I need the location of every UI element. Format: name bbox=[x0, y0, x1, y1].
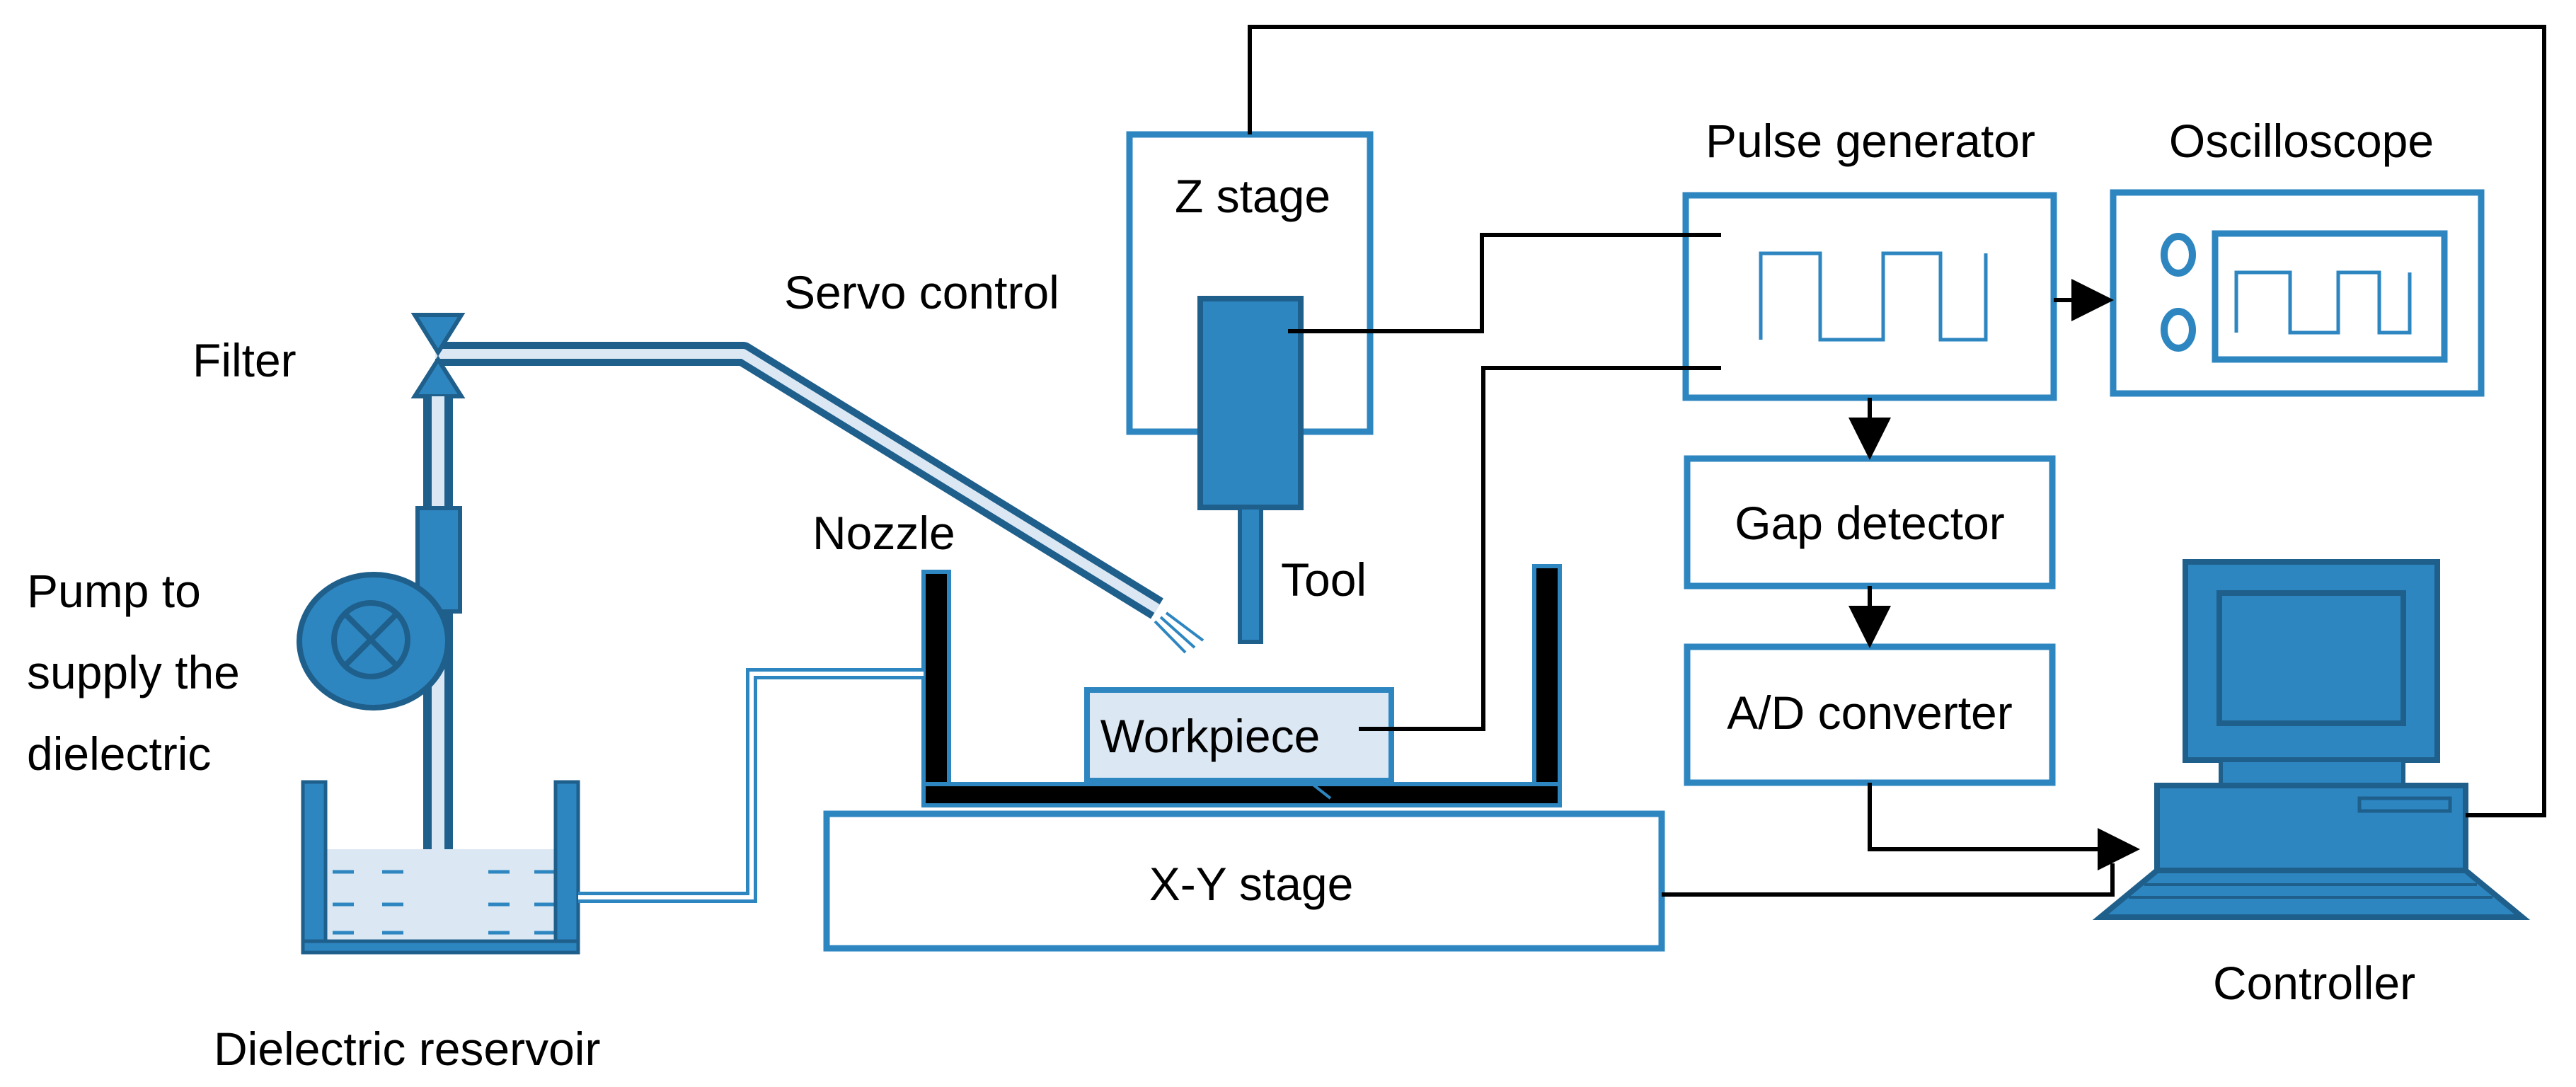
pulse-generator-label: Pulse generator bbox=[1706, 115, 2035, 167]
tool bbox=[1238, 505, 1263, 644]
servo-control-label: Servo control bbox=[784, 266, 1059, 318]
wire-xystage-to-controller bbox=[1662, 863, 2115, 897]
square-wave-icon bbox=[1759, 251, 1988, 342]
pulse-generator-box bbox=[1682, 192, 2057, 401]
filter-label: Filter bbox=[192, 334, 297, 386]
workpiece-block bbox=[1084, 687, 1394, 783]
dielectric-supply-pipe bbox=[435, 342, 1163, 619]
ad-converter-label: A/D converter bbox=[1727, 686, 2012, 739]
xy-stage-label: X-Y stage bbox=[1149, 858, 1354, 910]
work-tank bbox=[921, 564, 1562, 807]
computer-icon bbox=[2092, 559, 2531, 920]
gap-detector-label: Gap detector bbox=[1735, 497, 2005, 549]
oscilloscope-wave bbox=[2234, 270, 2412, 335]
gap-detector-box bbox=[1684, 455, 2056, 589]
pump-label-line3: dielectric bbox=[27, 727, 211, 780]
wire-pulse-to-workpiece bbox=[1359, 366, 1721, 731]
xy-stage-box bbox=[823, 810, 1665, 952]
nozzle-spray bbox=[1154, 611, 1204, 654]
arrow-ad-to-controller bbox=[1868, 783, 2140, 870]
z-stage-label: Z stage bbox=[1175, 170, 1330, 222]
dielectric-reservoir bbox=[301, 780, 580, 955]
pump-icon bbox=[297, 572, 451, 711]
oscilloscope-label: Oscilloscope bbox=[2169, 115, 2434, 167]
wire-controller-to-zstage bbox=[1248, 25, 2546, 817]
signal-arrows bbox=[1848, 279, 2140, 870]
workpiece-drain-line bbox=[1306, 779, 1332, 800]
pump-label-line2: supply the bbox=[27, 646, 240, 698]
pump-label-line1: Pump to bbox=[27, 565, 201, 617]
wire-pulse-to-servo bbox=[1288, 233, 1721, 333]
tool-label: Tool bbox=[1281, 553, 1367, 606]
ad-converter-box bbox=[1684, 643, 2056, 786]
servo-body bbox=[1197, 296, 1304, 510]
controller-label: Controller bbox=[2213, 957, 2415, 1009]
oscilloscope-knob-bottom bbox=[2161, 308, 2196, 352]
oscilloscope-screen-icon bbox=[2212, 230, 2448, 363]
signal-wires bbox=[1248, 25, 2546, 897]
return-line bbox=[578, 668, 924, 903]
nozzle-label: Nozzle bbox=[812, 507, 955, 559]
dielectric-reservoir-label: Dielectric reservoir bbox=[214, 1023, 600, 1075]
workpiece-label: Workpiece bbox=[1100, 710, 1321, 762]
oscilloscope-knob-top bbox=[2161, 233, 2196, 277]
